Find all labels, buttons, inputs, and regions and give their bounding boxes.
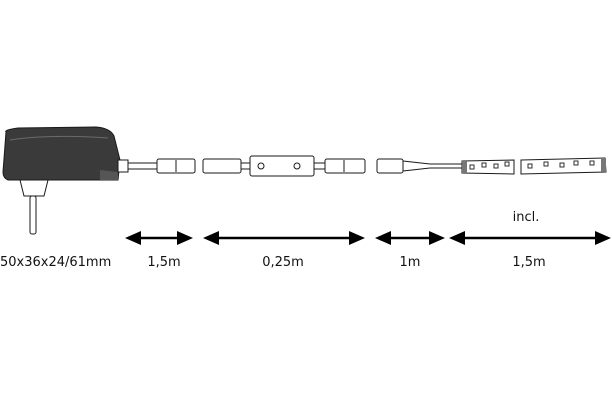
strip-end-cap-1 — [462, 161, 467, 173]
segment-2-length-label: 0,25m — [262, 255, 304, 270]
connector-socket-3 — [376, 158, 404, 174]
switch-button-left — [257, 162, 265, 170]
dimension-arrow-4 — [449, 231, 611, 245]
led-chips-2 — [527, 160, 595, 169]
adapter-side-face — [100, 170, 118, 180]
dimension-arrow-2 — [203, 231, 365, 245]
switch-button-right — [293, 162, 301, 170]
included-note-label: incl. — [513, 210, 540, 225]
connection-cable — [376, 158, 462, 174]
adapter-highlight — [9, 135, 109, 141]
connector-plug-2 — [324, 158, 366, 174]
segment-3-length-label: 1m — [400, 255, 421, 270]
dimension-arrow-3 — [375, 231, 445, 245]
power-adapter — [2, 126, 129, 235]
adapter-dimensions-label: 50x36x24/61mm — [0, 255, 111, 270]
switch-module — [249, 155, 315, 177]
switch-extension — [202, 155, 366, 177]
dimension-arrow-1 — [125, 231, 193, 245]
adapter-plug-pin — [29, 195, 37, 235]
adapter-plug-base — [19, 179, 49, 197]
led-strip — [461, 157, 607, 175]
strip-end-cap-2 — [601, 158, 606, 172]
supply-cable — [128, 158, 196, 174]
adapter-cable-exit — [117, 159, 129, 173]
connector-socket-2 — [202, 158, 242, 174]
segment-1-length-label: 1,5m — [147, 255, 180, 270]
adapter-body — [2, 126, 121, 181]
segment-4-length-label: 1,5m — [512, 255, 545, 270]
led-chips-1 — [469, 161, 510, 170]
